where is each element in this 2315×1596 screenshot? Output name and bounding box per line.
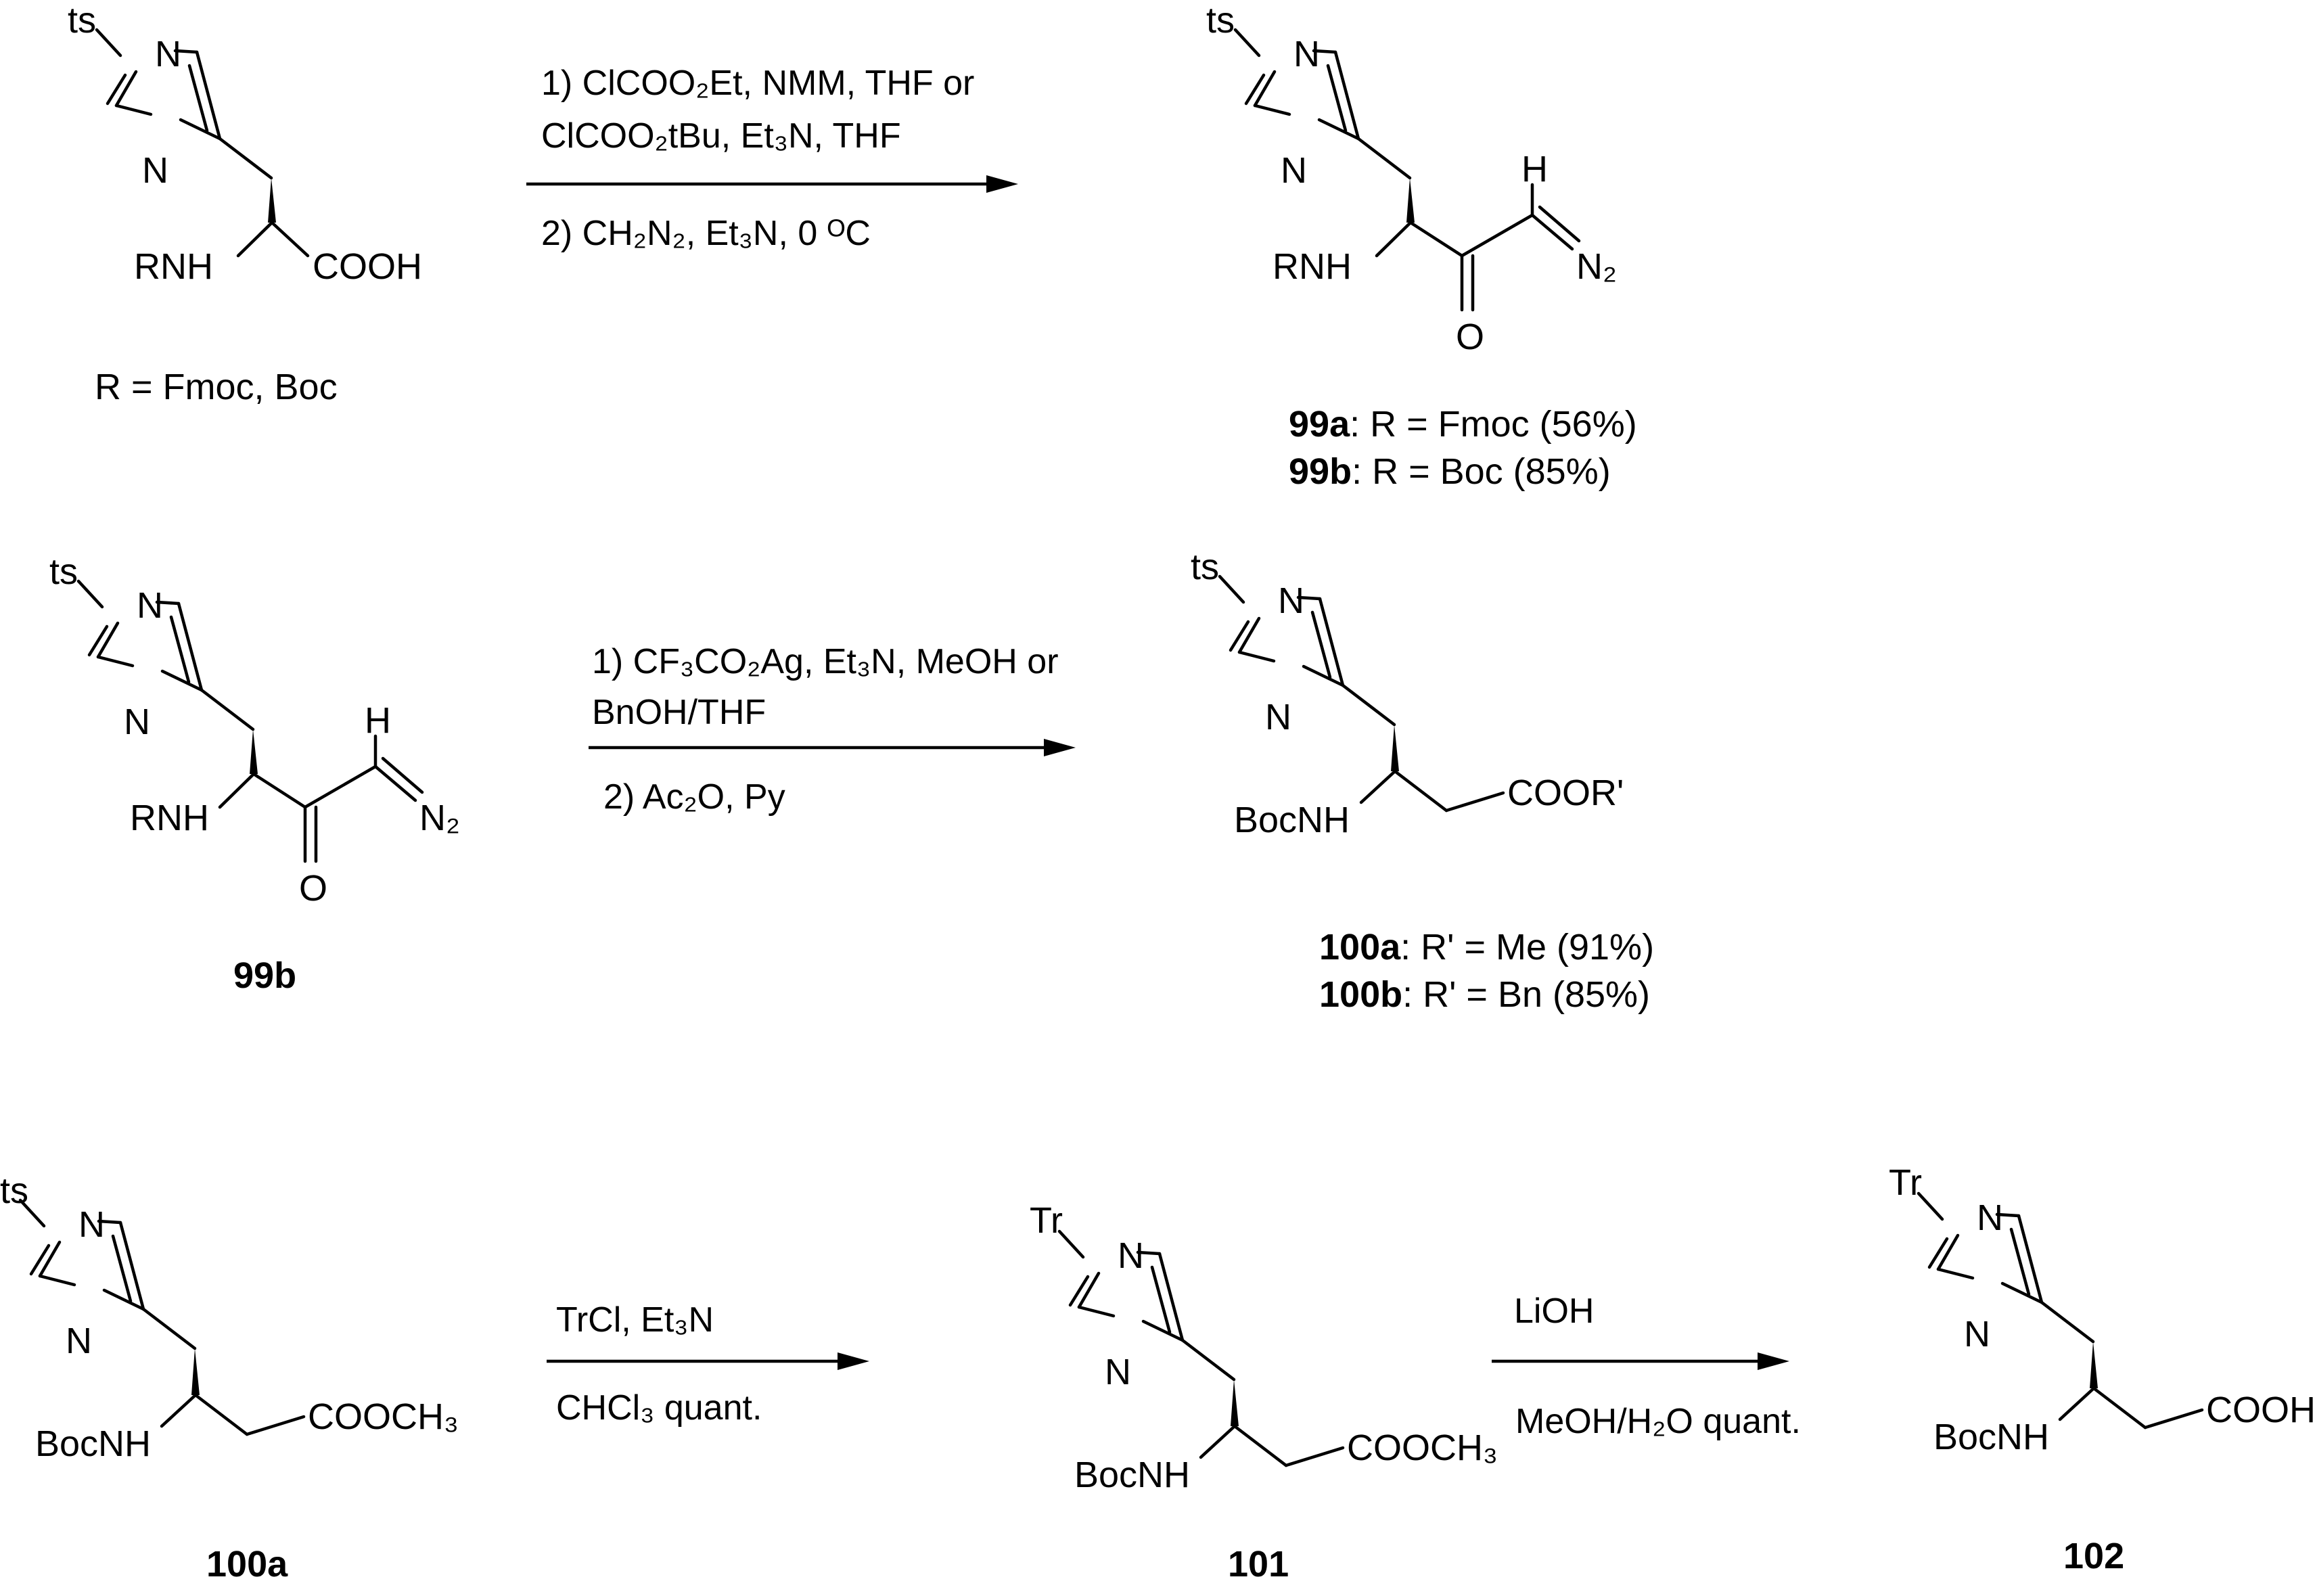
caption-99a: 99a: R = Fmoc (56%) bbox=[1289, 404, 1637, 444]
tosyl-label: ts bbox=[68, 0, 96, 41]
amine-label: BocNH bbox=[1933, 1417, 2049, 1457]
ring-nitrogen-1: N bbox=[78, 1204, 105, 1245]
tosyl-label: ts bbox=[49, 551, 78, 592]
diazo-label: N₂ bbox=[1576, 246, 1617, 287]
ring-nitrogen-3: N bbox=[66, 1321, 92, 1361]
beta-amino-ester-100-structure: N N ts BocNH COOR' 100a: R' = Me (91%) 1… bbox=[1191, 547, 1654, 1015]
reaction-arrow-3: TrCl, Et₃N CHCl₃ quant. bbox=[547, 1300, 869, 1428]
ring-nitrogen-3: N bbox=[1281, 150, 1307, 191]
carbonyl-oxygen-label: O bbox=[299, 868, 327, 909]
amine-label: RNH bbox=[1273, 246, 1352, 287]
trityl-label: Tr bbox=[1030, 1200, 1063, 1241]
diazo-label: N₂ bbox=[419, 798, 460, 838]
compound-label-99b: 99b bbox=[233, 955, 296, 996]
ester-label: COOCH₃ bbox=[308, 1396, 459, 1437]
caption-100a: 100a: R' = Me (91%) bbox=[1319, 927, 1654, 967]
r-group-caption: R = Fmoc, Boc bbox=[95, 367, 338, 407]
conditions-above: LiOH bbox=[1514, 1292, 1594, 1331]
ester-label: COOCH₃ bbox=[1347, 1428, 1498, 1468]
hydrogen-label: H bbox=[365, 700, 391, 741]
ring-nitrogen-1: N bbox=[1293, 34, 1320, 74]
reaction-arrow-2: 1) CF₃CO₂Ag, Et₃N, MeOH or BnOH/THF 2) A… bbox=[589, 642, 1076, 817]
ring-nitrogen-1: N bbox=[155, 34, 181, 74]
conditions-step1-line1: 1) CF₃CO₂Ag, Et₃N, MeOH or bbox=[592, 642, 1059, 681]
trityl-ester-101-structure: N N Tr BocNH COOCH₃ 101 bbox=[1030, 1200, 1498, 1584]
tosyl-label: ts bbox=[0, 1170, 28, 1211]
conditions-step2: 2) CH₂N₂, Et₃N, 0 ᴼC bbox=[541, 214, 871, 253]
reaction-arrow-4: LiOH MeOH/H₂O quant. bbox=[1492, 1292, 1801, 1441]
amine-label: BocNH bbox=[1234, 800, 1350, 840]
ring-nitrogen-3: N bbox=[1265, 697, 1291, 737]
diazoketone-99b-structure: N N ts RNH H N₂ O 99b bbox=[49, 551, 460, 996]
ester-100a-structure: N N ts BocNH COOCH₃ 100a bbox=[0, 1170, 459, 1584]
compound-label-101: 101 bbox=[1228, 1544, 1289, 1584]
ring-nitrogen-3: N bbox=[1964, 1314, 1990, 1354]
trityl-acid-102-structure: N N Tr BocNH COOH 102 bbox=[1889, 1162, 2315, 1576]
diazoketone-99-structure: N N ts RNH H N₂ O 99a: R = Fmoc (56%) 99… bbox=[1206, 0, 1637, 492]
ring-nitrogen-3: N bbox=[142, 150, 168, 191]
tosyl-label: ts bbox=[1191, 547, 1219, 587]
ring-nitrogen-1: N bbox=[1278, 580, 1304, 621]
compound-label-102: 102 bbox=[2063, 1536, 2124, 1576]
amine-label: RNH bbox=[130, 798, 209, 838]
ring-nitrogen-1: N bbox=[1118, 1235, 1144, 1276]
carboxylic-acid-label: COOH bbox=[2206, 1390, 2315, 1430]
caption-99b: 99b: R = Boc (85%) bbox=[1289, 451, 1611, 492]
carbonyl-oxygen-label: O bbox=[1456, 317, 1484, 357]
tosyl-label: ts bbox=[1206, 0, 1235, 41]
reactant-amino-acid-structure: N N ts RNH COOH R = Fmoc, Boc bbox=[68, 0, 422, 407]
conditions-step1-line2: ClCOO₂tBu, Et₃N, THF bbox=[541, 116, 901, 156]
ring-nitrogen-1: N bbox=[1977, 1198, 2003, 1238]
compound-label-100a: 100a bbox=[206, 1544, 288, 1584]
amine-label: BocNH bbox=[1074, 1455, 1190, 1495]
conditions-below: MeOH/H₂O quant. bbox=[1515, 1402, 1801, 1441]
amine-label: RNH bbox=[134, 246, 213, 287]
trityl-label: Tr bbox=[1889, 1162, 1922, 1203]
conditions-step2: 2) Ac₂O, Py bbox=[603, 777, 785, 817]
ester-label: COOR' bbox=[1507, 773, 1624, 813]
ring-nitrogen-1: N bbox=[137, 585, 163, 626]
conditions-above: TrCl, Et₃N bbox=[556, 1300, 714, 1340]
conditions-below: CHCl₃ quant. bbox=[556, 1388, 762, 1428]
hydrogen-label: H bbox=[1521, 149, 1548, 189]
caption-100b: 100b: R' = Bn (85%) bbox=[1319, 974, 1650, 1015]
amine-label: BocNH bbox=[35, 1423, 151, 1464]
conditions-step1-line1: 1) ClCOO₂Et, NMM, THF or bbox=[541, 64, 974, 103]
ring-nitrogen-3: N bbox=[124, 702, 150, 742]
reaction-arrow-1: 1) ClCOO₂Et, NMM, THF or ClCOO₂tBu, Et₃N… bbox=[526, 64, 1018, 253]
conditions-step1-line2: BnOH/THF bbox=[592, 693, 766, 732]
ring-nitrogen-3: N bbox=[1105, 1352, 1131, 1392]
carboxylic-acid-label: COOH bbox=[313, 246, 422, 287]
